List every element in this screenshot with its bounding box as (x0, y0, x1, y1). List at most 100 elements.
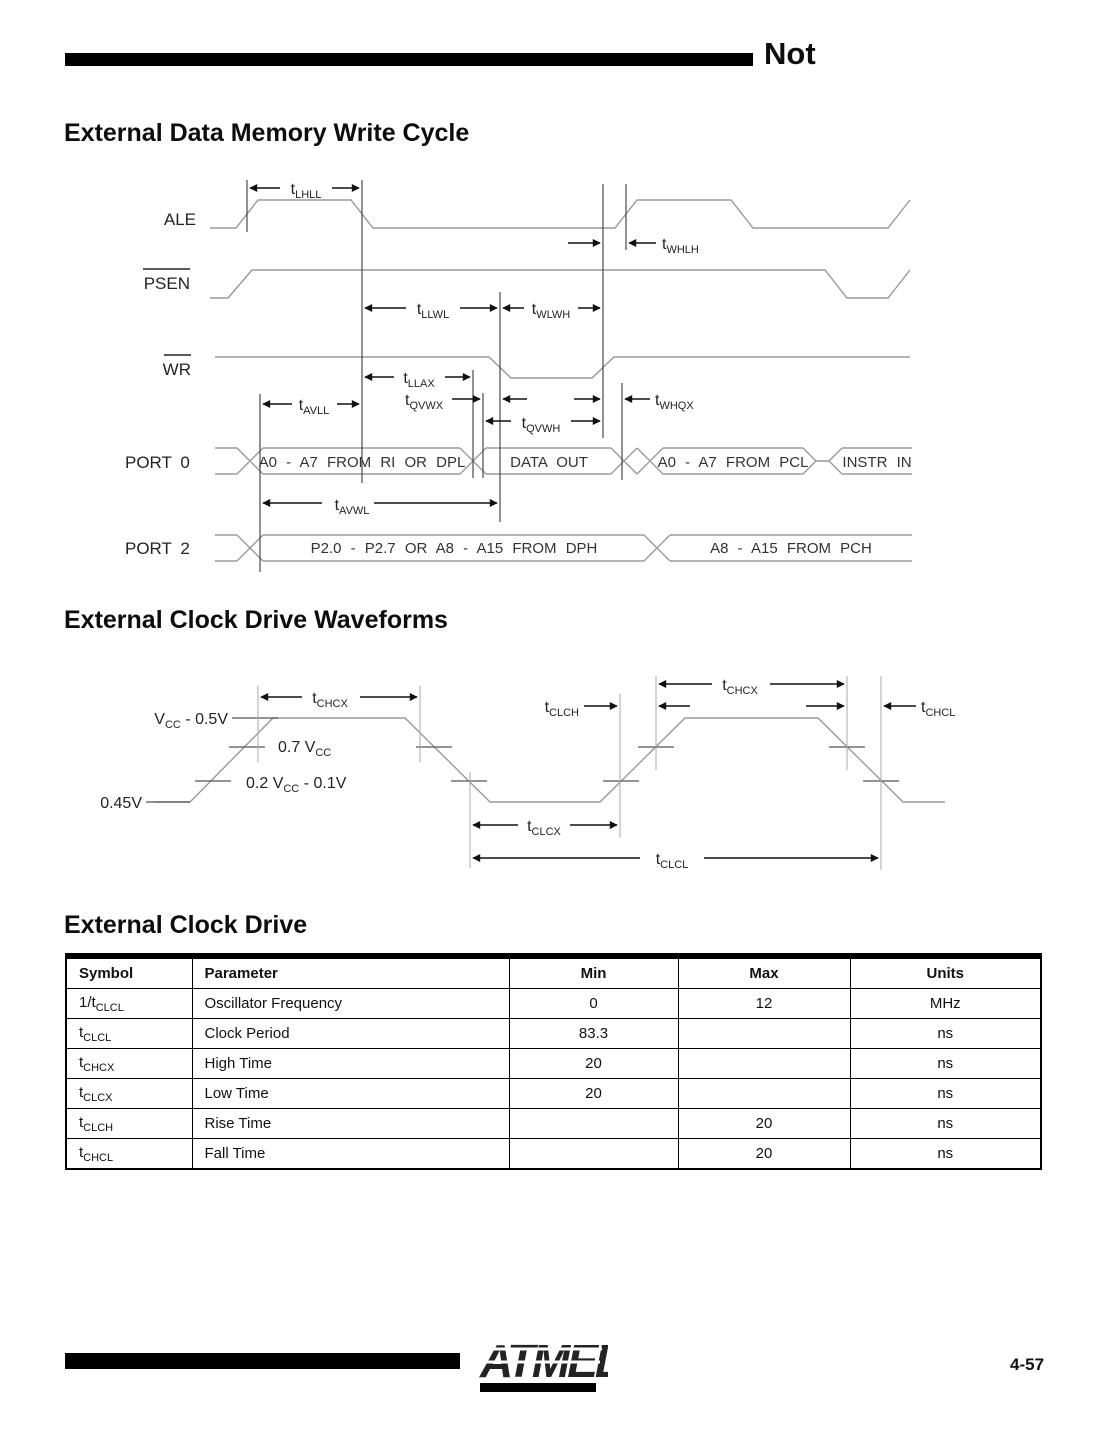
port0-segment-3: INSTR IN (842, 454, 911, 471)
header-rule-bar (65, 53, 753, 66)
port2-segment-0: P2.0 - P2.7 OR A8 - A15 FROM DPH (311, 540, 598, 557)
cell-units: ns (849, 1108, 1042, 1139)
label-tqvwh: tQVWH (522, 415, 561, 435)
dimension-arrows (249, 184, 656, 507)
cell-symbol: tCLCX (65, 1078, 193, 1109)
clock-drive-table-wrapper: Symbol Parameter Min Max Units 1/tCLCL O… (65, 953, 1042, 1170)
cell-max: 20 (677, 1108, 851, 1139)
label-tclcx: tCLCX (527, 818, 561, 838)
signal-labels: ALE PSEN WR PORT 0 PORT 2 (125, 210, 196, 558)
label-tllax: tLLAX (403, 370, 435, 390)
table-row: tCHCX High Time 20 ns (65, 1048, 1042, 1079)
port2-segment-1: A8 - A15 FROM PCH (710, 540, 872, 557)
write-cycle-timing-diagram: ALE PSEN WR PORT 0 PORT 2 A0 - A7 FROM R… (125, 180, 912, 572)
table-row: tCHCL Fall Time 20 ns (65, 1138, 1042, 1170)
col-header-units: Units (849, 955, 1042, 989)
table-row: tCLCL Clock Period 83.3 ns (65, 1018, 1042, 1049)
section-heading-clock-waveforms: External Clock Drive Waveforms (64, 606, 448, 634)
label-tlhll: tLHLL (291, 181, 322, 201)
clock-timing-labels: tCHCX tCLCH tCHCX tCHCL tCLCX tCLCL (312, 677, 955, 871)
cell-max (677, 1048, 851, 1079)
signal-label-port0: PORT 0 (125, 453, 190, 472)
signal-label-psen: PSEN (144, 274, 190, 293)
guide-lines (246, 180, 627, 572)
label-tchcl: tCHCL (921, 699, 955, 719)
cell-symbol: tCHCL (65, 1138, 193, 1170)
cell-parameter: Clock Period (191, 1018, 510, 1049)
page-title-fragment: Not (764, 36, 816, 71)
table-header-row: Symbol Parameter Min Max Units (65, 955, 1042, 989)
cell-symbol: tCLCL (65, 1018, 193, 1049)
cell-parameter: High Time (191, 1048, 510, 1079)
cell-min (508, 1138, 679, 1170)
clock-trace (155, 717, 945, 803)
cell-max (677, 1078, 851, 1109)
clock-drive-table: Symbol Parameter Min Max Units 1/tCLCL O… (65, 953, 1042, 1170)
cell-units: ns (849, 1138, 1042, 1170)
cell-units: ns (849, 1048, 1042, 1079)
label-twlwh: tWLWH (532, 301, 571, 321)
signal-label-ale: ALE (164, 210, 196, 229)
cell-symbol: 1/tCLCL (65, 988, 193, 1019)
port0-segment-1: DATA OUT (510, 454, 588, 471)
label-02vcc-minus-01: 0.2 VCC - 0.1V (246, 775, 347, 795)
atmel-logo: ATMEL (479, 1335, 608, 1392)
cell-max: 12 (677, 988, 851, 1019)
cell-parameter: Low Time (191, 1078, 510, 1109)
bus-segment-labels: A0 - A7 FROM RI OR DPL DATA OUT A0 - A7 … (259, 454, 912, 557)
col-header-max: Max (677, 955, 851, 989)
table-row: tCLCH Rise Time 20 ns (65, 1108, 1042, 1139)
clock-guide-lines (257, 676, 882, 870)
page-number: 4-57 (1010, 1355, 1045, 1374)
label-045v: 0.45V (100, 795, 142, 812)
cell-min: 20 (508, 1048, 679, 1079)
label-tqvwx: tQVWX (405, 392, 444, 412)
table-row: tCLCX Low Time 20 ns (65, 1078, 1042, 1109)
port0-segment-2: A0 - A7 FROM PCL (658, 454, 809, 471)
signal-traces (210, 199, 912, 562)
col-header-symbol: Symbol (65, 955, 193, 989)
cell-min: 20 (508, 1078, 679, 1109)
cell-symbol: tCLCH (65, 1108, 193, 1139)
timing-labels: tLHLL tWHLH tLLWL tWLWH tLLAX tAVLL tQVW… (291, 181, 699, 517)
col-header-parameter: Parameter (191, 955, 510, 989)
cell-min: 83.3 (508, 1018, 679, 1049)
table-row: 1/tCLCL Oscillator Frequency 0 12 MHz (65, 988, 1042, 1019)
logo-underline-bar (480, 1383, 596, 1392)
cell-parameter: Rise Time (191, 1108, 510, 1139)
clock-drive-waveform-diagram: VCC - 0.5V 0.7 VCC 0.2 VCC - 0.1V 0.45V … (100, 676, 955, 871)
wr-trace (215, 356, 910, 379)
cell-max: 20 (677, 1138, 851, 1170)
ale-trace (210, 199, 911, 229)
cell-units: ns (849, 1018, 1042, 1049)
cell-units: MHz (849, 988, 1042, 1019)
port2-bus (215, 534, 912, 562)
label-twhlh: tWHLH (662, 236, 699, 256)
label-tclcl: tCLCL (656, 851, 689, 871)
label-tchcx-2: tCHCX (722, 677, 758, 697)
section-heading-write-cycle: External Data Memory Write Cycle (64, 119, 470, 147)
signal-label-wr: WR (163, 360, 191, 379)
psen-trace (210, 269, 911, 299)
signal-label-port2: PORT 2 (125, 539, 190, 558)
label-tchcx-1: tCHCX (312, 690, 348, 710)
cell-units: ns (849, 1078, 1042, 1109)
clock-dimension-arrows (260, 680, 916, 862)
label-tclch: tCLCH (545, 699, 579, 719)
cell-max (677, 1018, 851, 1049)
label-tavwl: tAVWL (335, 497, 370, 517)
label-tllwl: tLLWL (417, 301, 449, 321)
col-header-min: Min (508, 955, 679, 989)
cell-min: 0 (508, 988, 679, 1019)
section-heading-clock-drive: External Clock Drive (64, 911, 308, 939)
cell-symbol: tCHCX (65, 1048, 193, 1079)
cell-min (508, 1108, 679, 1139)
cell-parameter: Oscillator Frequency (191, 988, 510, 1019)
cell-parameter: Fall Time (191, 1138, 510, 1170)
level-labels: VCC - 0.5V 0.7 VCC 0.2 VCC - 0.1V 0.45V (100, 711, 347, 812)
label-vcc-minus-05: VCC - 0.5V (154, 711, 228, 731)
label-07vcc: 0.7 VCC (278, 739, 331, 759)
footer-rule-bar (65, 1353, 460, 1369)
label-twhqx: tWHQX (655, 392, 694, 412)
